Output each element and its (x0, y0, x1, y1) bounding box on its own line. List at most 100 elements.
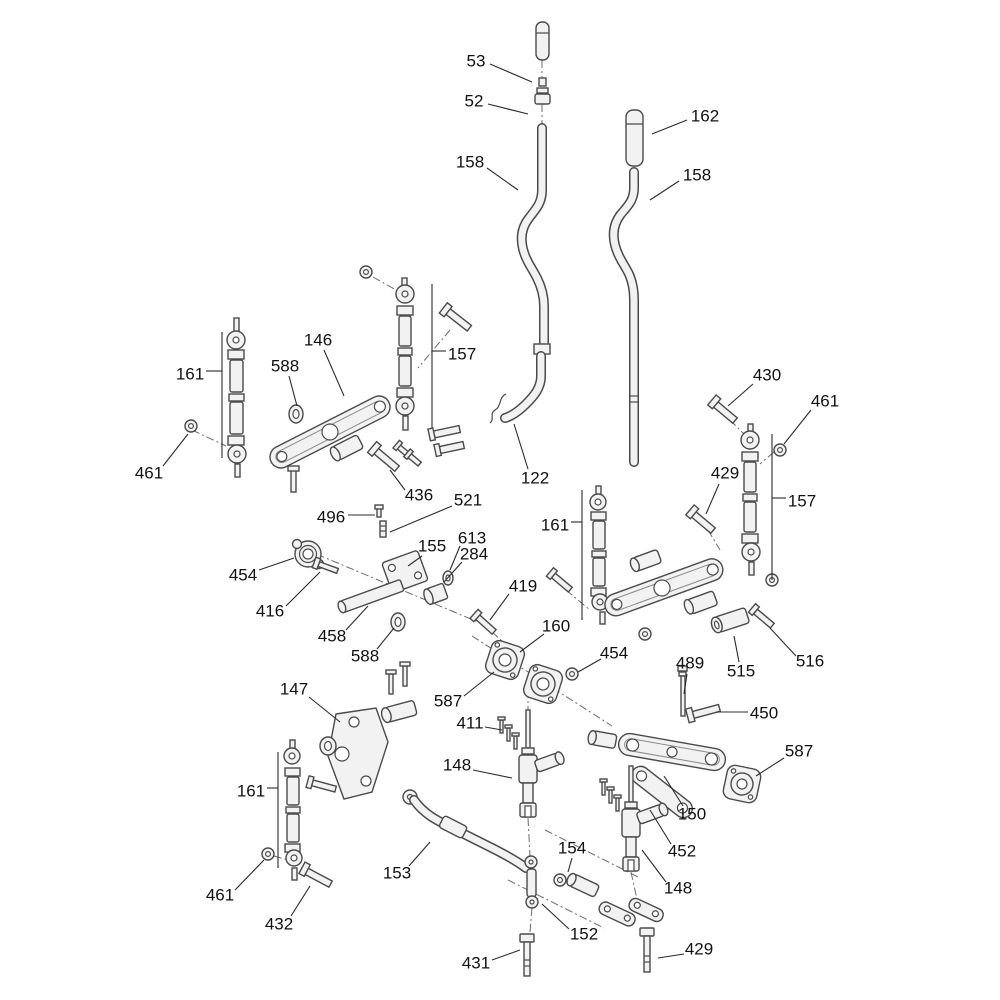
part-label-161: 161 (541, 515, 569, 534)
leader-line-458 (345, 605, 369, 631)
leader-line-160 (519, 633, 545, 653)
part-label-436: 436 (405, 485, 433, 504)
link-157-upper (359, 265, 473, 431)
leader-line-521 (389, 505, 453, 533)
part-label-411: 411 (456, 713, 483, 732)
part-label-161: 161 (237, 781, 265, 800)
leader-line-155 (407, 555, 423, 567)
leader-line-587 (755, 757, 785, 777)
part-label-53: 53 (467, 51, 486, 70)
lever-arm-146 (269, 395, 466, 493)
flange-bearing-454-left (291, 538, 340, 575)
lever-arm-right (604, 503, 724, 641)
adjuster-52 (534, 87, 551, 105)
leader-line-429 (705, 483, 720, 515)
leader-line-153 (408, 841, 431, 867)
leader-line-162 (651, 119, 688, 135)
part-label-158: 158 (683, 165, 711, 184)
part-label-461: 461 (811, 391, 839, 410)
part-label-416: 416 (256, 601, 284, 620)
leader-line-429 (657, 953, 685, 959)
tie-rod-161-lower-left (261, 739, 338, 889)
leader-line-461 (783, 409, 812, 445)
shaft-148-right (599, 765, 669, 872)
part-label-419: 419 (509, 576, 537, 595)
part-label-155: 155 (418, 536, 446, 555)
leader-line-53 (489, 63, 533, 83)
link-157-right (706, 393, 787, 587)
part-label-521: 521 (454, 490, 482, 509)
part-label-154: 154 (558, 838, 586, 857)
link-152 (524, 855, 539, 909)
lever-rod-158-right (608, 167, 639, 467)
part-label-489: 489 (676, 653, 704, 672)
part-label-162: 162 (691, 106, 719, 125)
leader-line-52 (487, 103, 529, 115)
leader-line-461 (234, 859, 265, 891)
leader-line-148 (472, 769, 513, 779)
leader-line-454 (577, 658, 602, 673)
leader-line-489 (683, 673, 688, 695)
bolt-429-bottom (639, 927, 655, 973)
part-label-458: 458 (318, 626, 346, 645)
leader-line-515 (733, 635, 740, 663)
part-label-150: 150 (678, 804, 706, 823)
leader-line-588 (376, 627, 395, 650)
flange-bearings-160-587 (484, 639, 579, 705)
arm-150 (587, 729, 727, 772)
part-label-588: 588 (271, 356, 299, 375)
leader-line-152 (541, 903, 570, 930)
screw-489 (677, 665, 688, 717)
shaft-148-center (497, 709, 565, 818)
tie-rod-161-middle-right (545, 485, 609, 625)
leader-line-150 (663, 775, 684, 807)
part-label-461: 461 (135, 463, 163, 482)
leader-line-284 (443, 561, 463, 583)
center-shaft-assembly-155 (337, 504, 498, 636)
leader-line-454 (258, 557, 295, 571)
nut-461-upper-left (184, 419, 198, 433)
part-label-429: 429 (711, 463, 739, 482)
knob-53 (535, 21, 550, 87)
part-label-431: 431 (462, 953, 490, 972)
part-label-516: 516 (796, 651, 824, 670)
part-label-454: 454 (229, 565, 257, 584)
part-label-157: 157 (788, 491, 816, 510)
part-label-432: 432 (265, 914, 293, 933)
leader-line-613 (449, 545, 461, 571)
part-label-148: 148 (443, 755, 471, 774)
part-label-122: 122 (521, 468, 549, 487)
leader-line-436 (389, 469, 406, 491)
part-label-587: 587 (785, 741, 813, 760)
leader-line-416 (285, 571, 321, 607)
part-label-148: 148 (664, 878, 692, 897)
part-label-461: 461 (206, 885, 234, 904)
leader-line-419 (489, 593, 510, 621)
part-label-429: 429 (685, 939, 713, 958)
part-label-52: 52 (465, 91, 484, 110)
part-label-452: 452 (668, 841, 696, 860)
part-label-430: 430 (753, 365, 781, 384)
leader-line-516 (769, 627, 797, 657)
part-label-160: 160 (542, 616, 570, 635)
part-label-161: 161 (176, 364, 204, 383)
part-label-152: 152 (570, 924, 598, 943)
leader-line-158 (486, 167, 519, 191)
leader-line-452 (649, 809, 672, 845)
part-label-515: 515 (727, 661, 755, 680)
part-label-284: 284 (460, 544, 488, 563)
part-label-153: 153 (383, 863, 411, 882)
leader-line-158 (649, 180, 680, 201)
part-label-588: 588 (351, 646, 379, 665)
leader-line-430 (727, 383, 754, 407)
part-label-450: 450 (750, 703, 778, 722)
part-label-613: 613 (458, 528, 486, 547)
flange-bearing-587-right (722, 764, 762, 804)
leader-line-411 (484, 726, 503, 731)
grip-162 (625, 109, 644, 167)
cylinder-515 (710, 602, 776, 634)
leader-line-432 (290, 885, 311, 917)
